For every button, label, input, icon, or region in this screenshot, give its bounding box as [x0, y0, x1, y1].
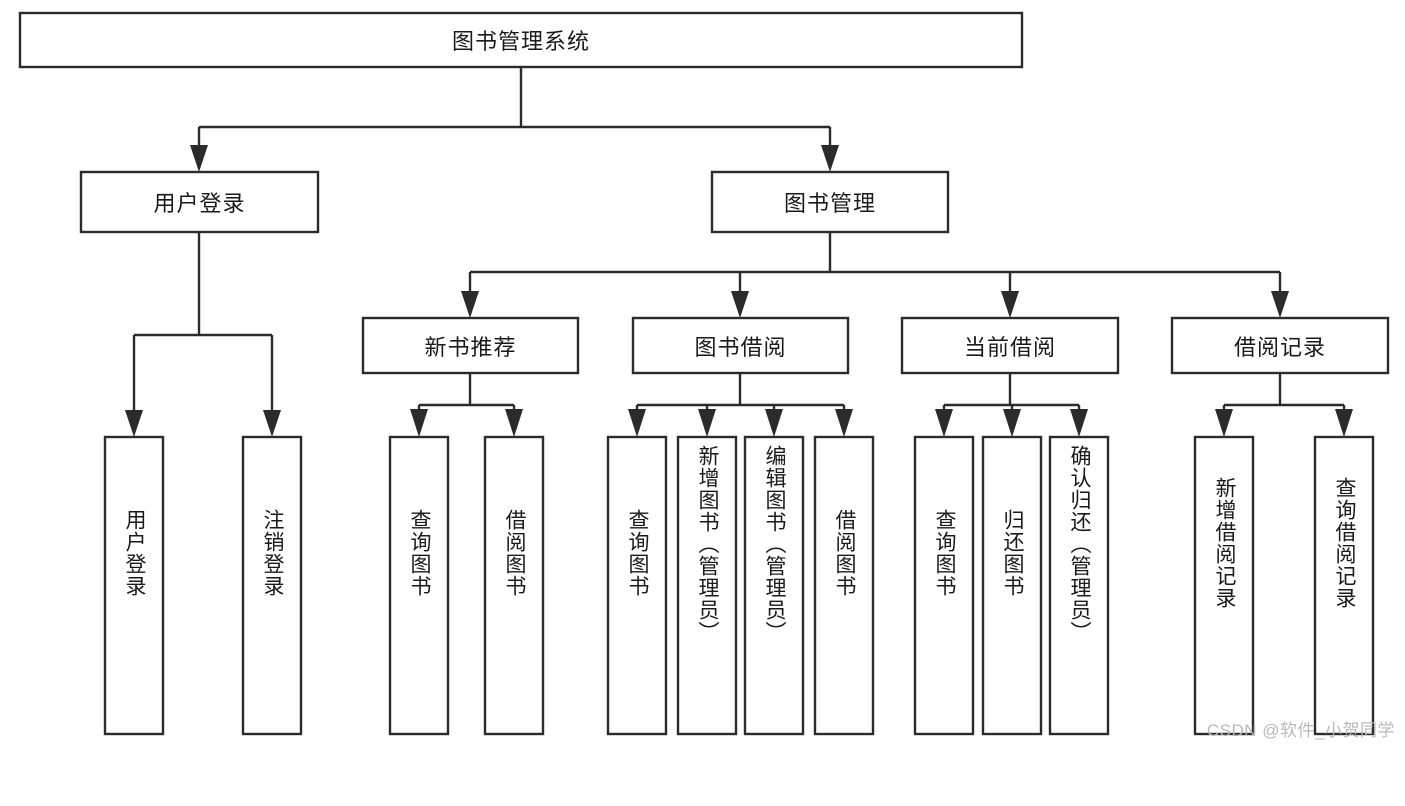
node-box-borrow-record[interactable] — [1170, 316, 1390, 375]
arrow-head-leaf-return-book — [1003, 409, 1021, 437]
node-box-current-borrow[interactable] — [900, 316, 1120, 375]
arrow-head-borrow-record — [1271, 291, 1289, 318]
arrow-head-leaf-add-book — [698, 409, 716, 437]
leaf-box-return-book[interactable] — [981, 435, 1043, 736]
leaf-box-edit-book-admin[interactable] — [743, 435, 805, 736]
leaf-box-query-book-rec[interactable] — [388, 435, 450, 736]
arrow-head-leaf-query-record — [1335, 409, 1353, 437]
node-box-book-borrow[interactable] — [631, 316, 850, 375]
leaf-box-borrow-book[interactable] — [813, 435, 875, 736]
hierarchy-diagram: 图书管理系统 用户登录 图书管理 新书推荐 图书借阅 当前借阅 借阅记录 用户登… — [18, 11, 1394, 740]
arrow-head-user-login — [190, 145, 208, 172]
arrow-head-book-mgmt — [821, 145, 839, 172]
arrow-head-leaf-add-record — [1215, 409, 1233, 437]
node-box-root[interactable] — [18, 11, 1024, 69]
leaf-box-add-borrow-record[interactable] — [1193, 435, 1255, 736]
arrow-head-leaf-borrow-book-2 — [835, 409, 853, 437]
leaf-box-query-book-borrow[interactable] — [606, 435, 668, 736]
leaf-box-query-book-current[interactable] — [913, 435, 975, 736]
arrow-head-new-book-rec — [461, 291, 479, 318]
arrow-head-leaf-user-login — [125, 410, 143, 437]
arrow-head-leaf-query-book-3 — [935, 409, 953, 437]
arrow-head-current-borrow — [1001, 291, 1019, 318]
connectors-group — [125, 67, 1353, 437]
arrow-head-leaf-query-book-1 — [410, 409, 428, 437]
arrow-head-leaf-borrow-book-1 — [505, 409, 523, 437]
tree-diagram-svg — [18, 11, 1390, 736]
boxes-group — [18, 11, 1390, 736]
leaf-box-borrow-book-rec[interactable] — [483, 435, 545, 736]
node-box-book-management[interactable] — [710, 170, 950, 234]
leaf-box-query-borrow-record[interactable] — [1313, 435, 1375, 736]
arrow-head-leaf-logout — [263, 410, 281, 437]
node-box-new-book-recommend[interactable] — [361, 316, 580, 375]
arrow-head-leaf-query-book-2 — [628, 409, 646, 437]
leaf-box-confirm-return-admin[interactable] — [1048, 435, 1110, 736]
leaf-box-add-book-admin[interactable] — [676, 435, 738, 736]
arrow-head-book-borrow — [731, 291, 749, 318]
arrow-head-leaf-confirm-return — [1070, 409, 1088, 437]
arrow-head-leaf-edit-book — [765, 409, 783, 437]
node-box-user-login[interactable] — [79, 170, 320, 234]
leaf-box-user-login[interactable] — [103, 435, 165, 736]
leaf-box-logout[interactable] — [241, 435, 303, 736]
